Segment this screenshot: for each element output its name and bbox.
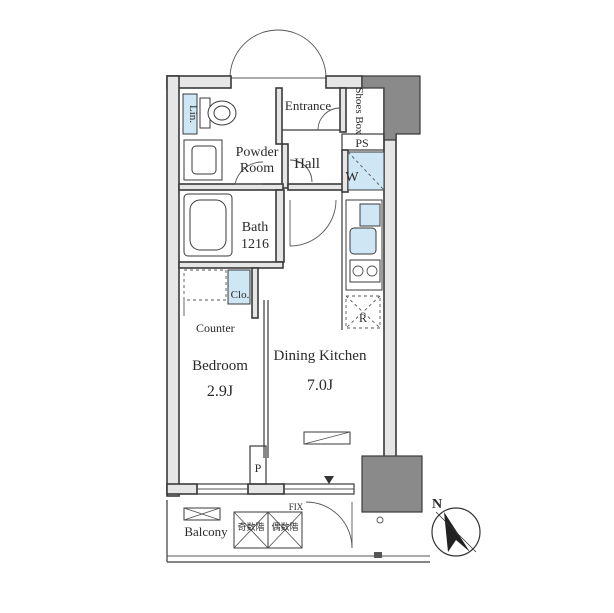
refrigerator-space — [345, 295, 381, 329]
entrance-door — [229, 29, 327, 79]
washer-pan — [347, 151, 385, 191]
counter-label: Counter — [196, 321, 235, 335]
bedroom-label: Bedroom — [192, 358, 248, 374]
compass-north-label: N — [432, 497, 442, 512]
powder-room-label-2: Room — [240, 161, 274, 176]
toilet-fixture — [199, 97, 237, 129]
door-swing — [289, 199, 337, 247]
bedroom-counter — [183, 269, 227, 316]
linen-cabinet — [182, 93, 198, 135]
evac-hatch-odd-label: 奇数階 — [237, 521, 264, 532]
closet-fixture — [227, 269, 251, 305]
pipe-space-label: P — [255, 461, 262, 475]
ps-label: PS — [355, 136, 368, 150]
shoes-box-label: Shoes Box — [353, 87, 365, 135]
washer-label: W — [345, 170, 359, 185]
compass-icon: N — [431, 497, 481, 557]
powder-room-label-1: Powder — [236, 145, 279, 160]
kitchen-hatch — [303, 431, 351, 445]
structural-column — [361, 455, 423, 513]
closet-label: Clo. — [231, 289, 250, 301]
refrigerator-label: R — [359, 311, 367, 325]
structural-column — [361, 75, 421, 141]
door-swing — [289, 159, 313, 183]
door-swing — [317, 107, 341, 131]
fix-label: FIX — [289, 502, 304, 512]
balcony-area — [166, 500, 430, 563]
hall-label: Hall — [294, 156, 320, 172]
door-swing — [234, 161, 264, 185]
balcony-label: Balcony — [184, 524, 228, 539]
bath-size-label: 1216 — [241, 237, 269, 252]
interior-walls — [178, 87, 385, 485]
dk-size-label: 7.0J — [307, 377, 333, 394]
washbasin-fixture — [183, 139, 223, 181]
arrow-marker — [324, 476, 334, 484]
dining-kitchen-label: Dining Kitchen — [274, 348, 367, 364]
kitchen-counter — [345, 199, 383, 291]
linen-label: Lin. — [187, 105, 199, 123]
bath-label: Bath — [242, 220, 268, 235]
bedroom-size-label: 2.9J — [207, 383, 233, 400]
bathtub-fixture — [183, 193, 233, 257]
evac-hatch-even-label: 偶数階 — [271, 521, 298, 532]
window-sash — [196, 483, 355, 495]
entrance-label: Entrance — [285, 98, 331, 113]
